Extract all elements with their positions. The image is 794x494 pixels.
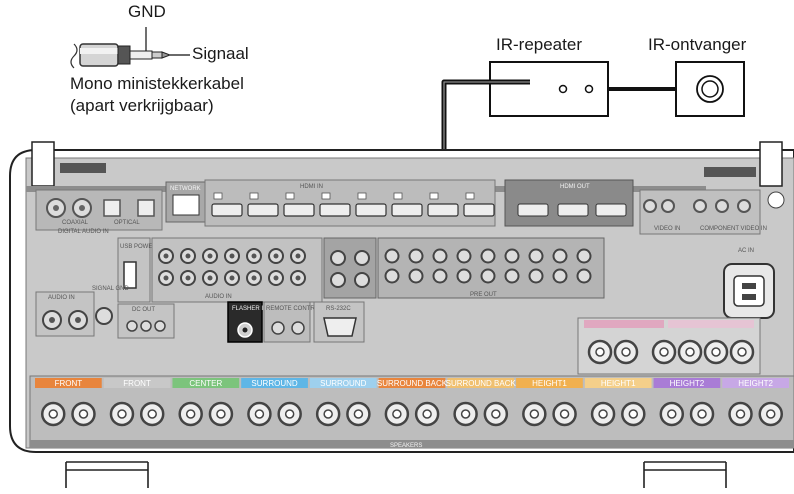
- hdmi-in-port: [464, 204, 494, 216]
- hdmi-in-port: [356, 204, 386, 216]
- phono-audio-in-label: AUDIO IN: [48, 295, 75, 301]
- speaker-band-label: HEIGHT2: [738, 379, 773, 388]
- signal-gnd-label: SIGNAL GND: [92, 286, 129, 292]
- speaker-terminals: FRONT FRONT CENTER SURROUND SURROUND SURROUND…: [30, 376, 794, 449]
- pre-out-jack: [386, 270, 399, 283]
- receiver-rear-panel: NETWORK COAXIAL OPTICAL DIGITAL AUDIO IN…: [10, 142, 794, 488]
- speaker-band-label: SURROUND: [251, 379, 297, 388]
- speakers-label: SPEAKERS: [390, 443, 422, 449]
- rs232c-label: RS-232C: [326, 306, 351, 312]
- audio-in-label: AUDIO IN: [205, 294, 232, 300]
- pre-out-jack: [506, 250, 519, 263]
- speaker-band-label: FRONT: [123, 379, 151, 388]
- ir-receiver-label: IR-ontvanger: [648, 35, 746, 55]
- ir-repeater-box: [490, 62, 608, 116]
- pre-out-jack: [410, 270, 423, 283]
- hdmi-in-label: HDMI IN: [300, 184, 323, 190]
- pre-out-jack: [482, 250, 495, 263]
- coaxial-label: COAXIAL: [62, 220, 89, 226]
- speaker-band-label: SURROUND: [320, 379, 366, 388]
- video-in-label: VIDEO IN: [654, 226, 680, 232]
- analog-audio-in-group: AUDIO IN: [152, 238, 322, 302]
- hdmi-in-port: [320, 204, 350, 216]
- ac-in-label: AC IN: [738, 248, 754, 254]
- dc-out-label: DC OUT: [132, 307, 155, 313]
- cable-caption-line2: (apart verkrijgbaar): [70, 96, 214, 116]
- pre-out-jack: [458, 250, 471, 263]
- pre-out-label: PRE OUT: [470, 292, 497, 298]
- speaker-band-label: FRONT: [55, 379, 83, 388]
- hdmi-in-port: [284, 204, 314, 216]
- pre-out-group: PRE OUT: [378, 238, 604, 298]
- speaker-band-label: CENTER: [189, 379, 222, 388]
- hdmi-in-port: [248, 204, 278, 216]
- speaker-band-label: HEIGHT1: [601, 379, 636, 388]
- ir-receiver-box: [676, 62, 744, 116]
- extra-speaker-block: [578, 318, 760, 374]
- pre-out-jack: [530, 270, 543, 283]
- ir-repeater-label: IR-repeater: [496, 35, 582, 55]
- hdmi-in-port: [212, 204, 242, 216]
- pre-out-jack: [578, 250, 591, 263]
- gnd-label: GND: [128, 2, 166, 22]
- network-label: NETWORK: [170, 186, 201, 192]
- hdmi-in-port: [392, 204, 422, 216]
- hdmi-in-group: HDMI IN: [205, 180, 495, 226]
- rs232c-port: RS-232C: [314, 302, 364, 342]
- speaker-band-label: SURROUND BACK: [446, 379, 517, 388]
- pre-out-jack: [506, 270, 519, 283]
- signal-label: Signaal: [192, 44, 249, 64]
- pre-out-jack: [578, 270, 591, 283]
- pre-out-jack: [458, 270, 471, 283]
- pre-out-jack: [386, 250, 399, 263]
- pre-out-jack: [434, 270, 447, 283]
- pre-out-jack: [530, 250, 543, 263]
- hdmi-out-label: HDMI OUT: [560, 184, 590, 190]
- pre-out-jack: [554, 250, 567, 263]
- pre-out-jack: [434, 250, 447, 263]
- cable-caption-line1: Mono ministekkerkabel: [70, 74, 244, 94]
- dc-out-group: DC OUT: [118, 304, 174, 338]
- hdmi-out-group: HDMI OUT: [505, 180, 633, 226]
- mono-mini-plug-icon: [71, 27, 190, 68]
- component-video-label: COMPONENT VIDEO IN: [700, 226, 767, 232]
- video-in-group: VIDEO IN COMPONENT VIDEO IN: [640, 190, 767, 234]
- pre-out-jack: [410, 250, 423, 263]
- digital-audio-group: COAXIAL OPTICAL DIGITAL AUDIO IN: [36, 190, 162, 235]
- optical-label: OPTICAL: [114, 220, 140, 226]
- flasher-in-label: FLASHER IN: [232, 306, 267, 312]
- flasher-in-jack: FLASHER IN: [228, 302, 267, 342]
- speaker-band-label: HEIGHT2: [670, 379, 705, 388]
- pre-out-jack: [554, 270, 567, 283]
- digital-audio-in-label: DIGITAL AUDIO IN: [58, 229, 109, 235]
- zone-group: [324, 238, 376, 298]
- hdmi-in-port: [428, 204, 458, 216]
- speaker-band-label: SURROUND BACK: [377, 379, 448, 388]
- pre-out-jack: [482, 270, 495, 283]
- speaker-band-label: HEIGHT1: [532, 379, 567, 388]
